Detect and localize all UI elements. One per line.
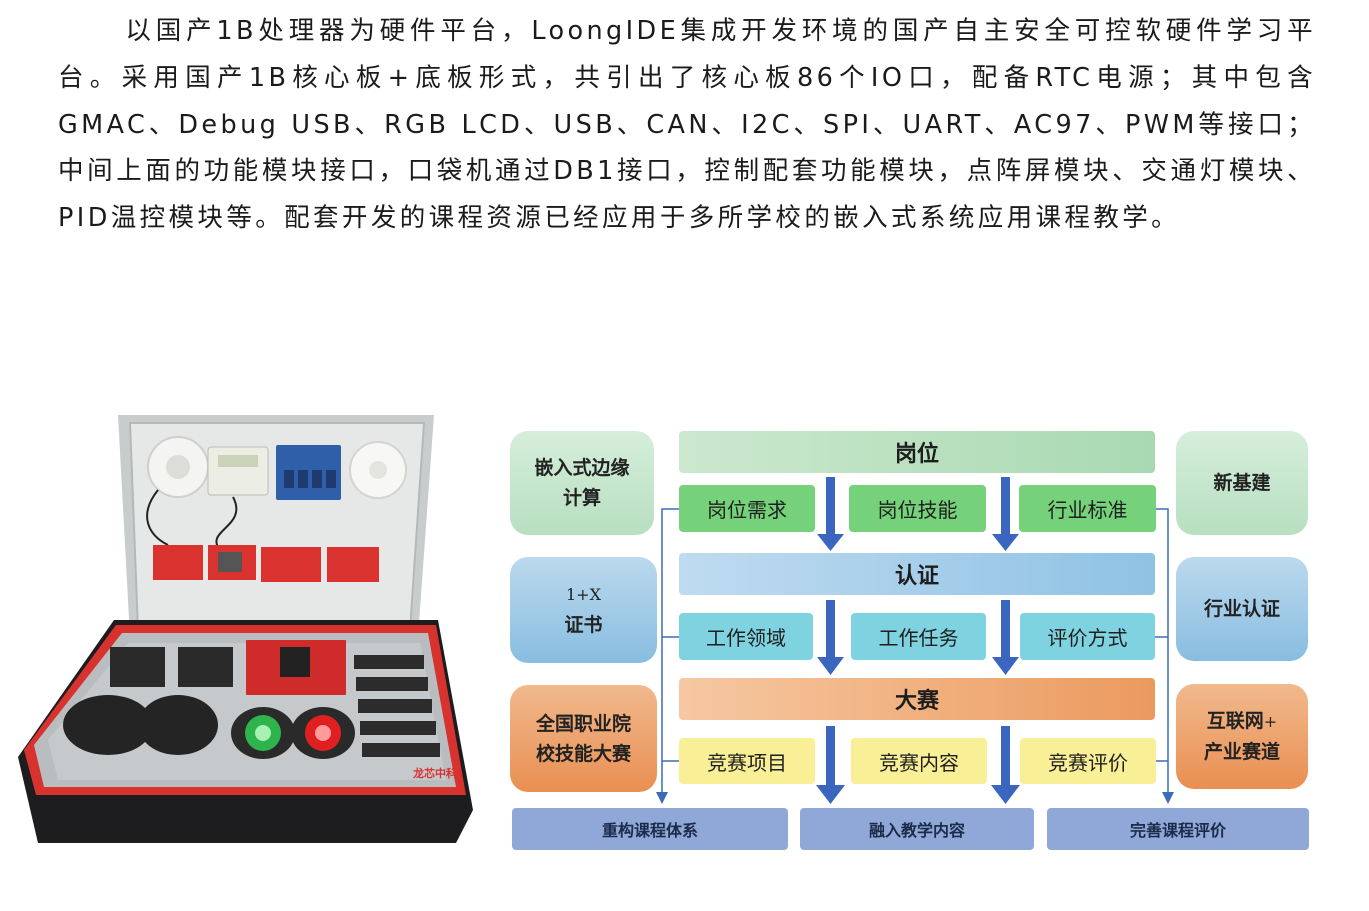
chip-contest-evaluation: 竞赛评价 bbox=[1020, 738, 1156, 784]
intro-paragraph: 以国产1B处理器为硬件平台，LoongIDE集成开发环境的国产自主安全可控软硬件… bbox=[58, 8, 1316, 242]
band-cert: 认证 bbox=[679, 553, 1155, 595]
band-post: 岗位 bbox=[679, 431, 1155, 473]
product-photo: 龙芯中科 bbox=[18, 415, 473, 843]
chip-work-field: 工作领域 bbox=[679, 613, 813, 660]
chip-evaluation-method: 评价方式 bbox=[1020, 613, 1155, 660]
chip-contest-project: 竞赛项目 bbox=[679, 738, 815, 784]
chip-work-task: 工作任务 bbox=[851, 613, 986, 660]
photo-brand: 龙芯中科 bbox=[412, 766, 457, 780]
side-internet-plus: 互联网+产业赛道 bbox=[1176, 684, 1308, 789]
bottom-integrate-content: 融入教学内容 bbox=[800, 808, 1034, 850]
side-industry-cert: 行业认证 bbox=[1176, 557, 1308, 661]
chip-post-skill: 岗位技能 bbox=[849, 485, 986, 532]
band-contest: 大赛 bbox=[679, 678, 1155, 720]
chip-contest-content: 竞赛内容 bbox=[851, 738, 987, 784]
side-embedded-edge: 嵌入式边缘计算 bbox=[510, 431, 654, 535]
chip-post-demand: 岗位需求 bbox=[679, 485, 815, 532]
intro-text: 以国产1B处理器为硬件平台，LoongIDE集成开发环境的国产自主安全可控软硬件… bbox=[58, 16, 1316, 234]
chip-industry-standard: 行业标准 bbox=[1019, 485, 1156, 532]
side-skill-contest: 全国职业院校技能大赛 bbox=[510, 685, 657, 792]
bottom-rebuild-curriculum: 重构课程体系 bbox=[512, 808, 788, 850]
bottom-improve-evaluation: 完善课程评价 bbox=[1047, 808, 1309, 850]
side-new-infra: 新基建 bbox=[1176, 431, 1308, 535]
